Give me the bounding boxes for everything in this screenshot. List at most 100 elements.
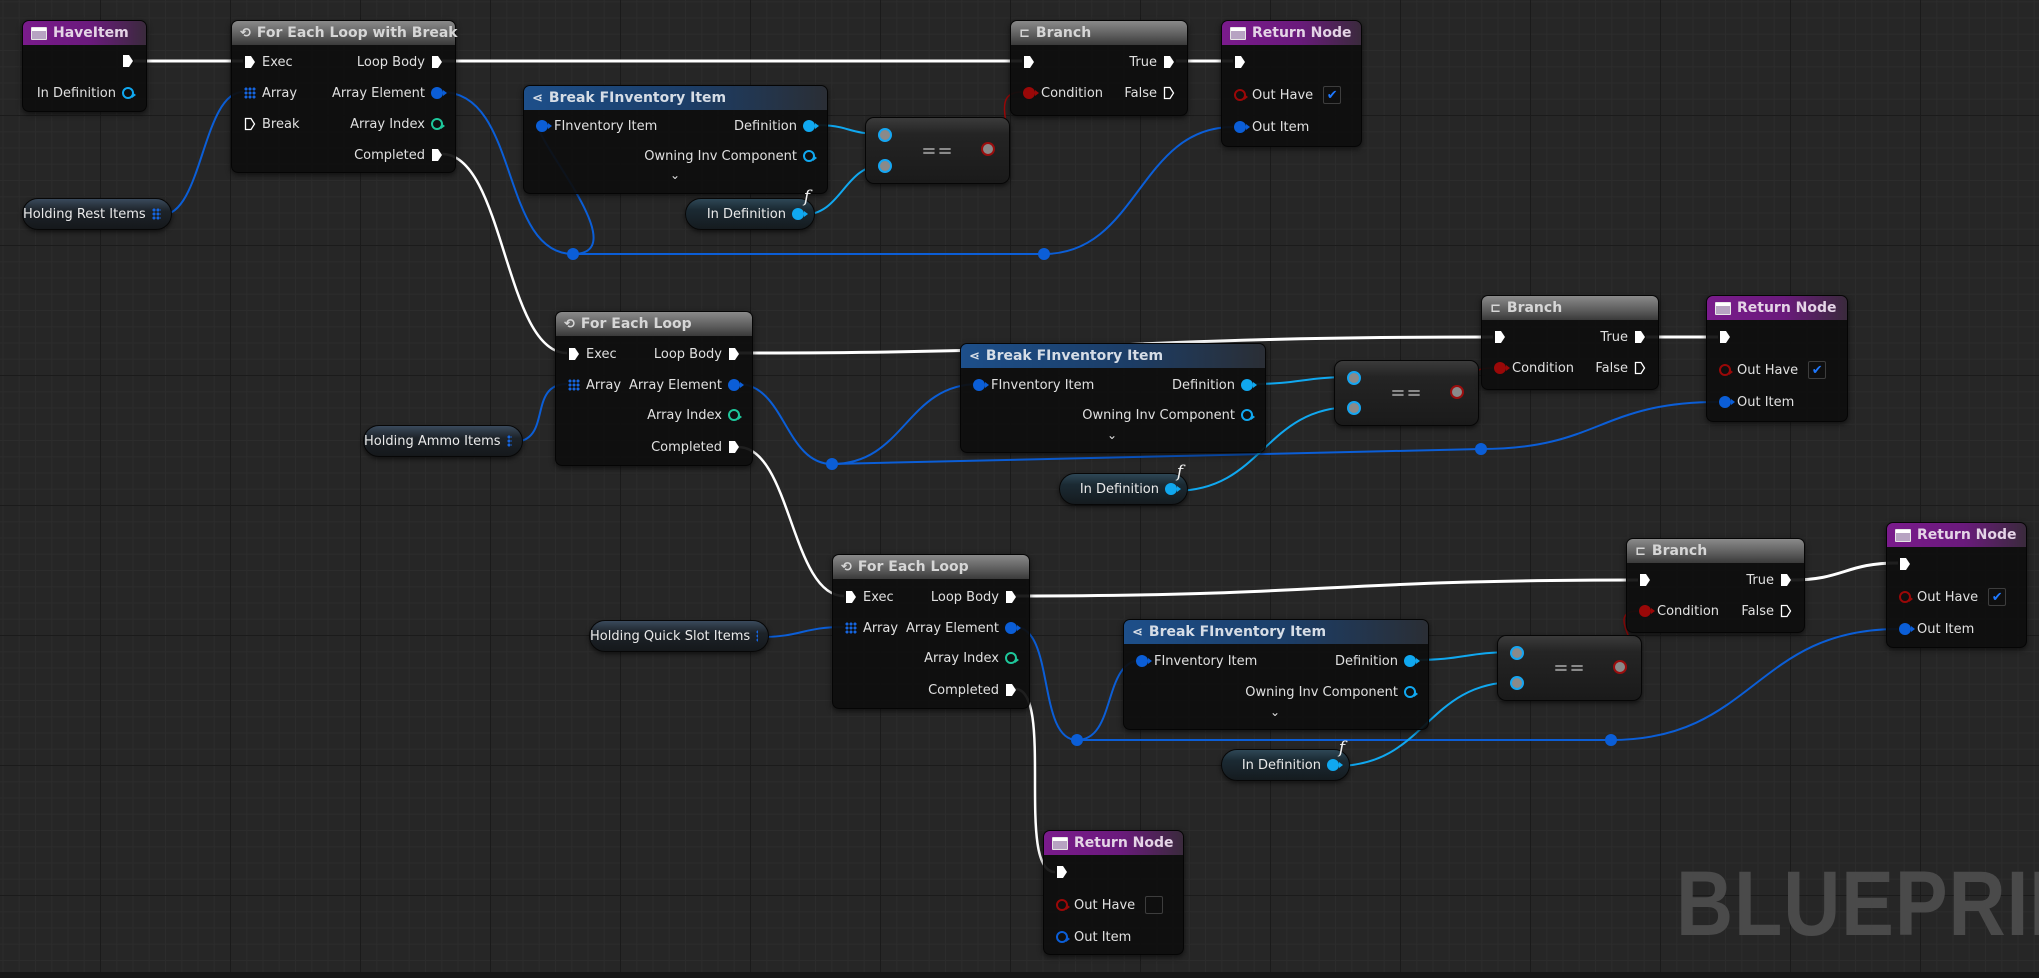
exec-in-pin[interactable] [1719, 327, 1731, 347]
object-pin-icon[interactable] [1241, 379, 1257, 391]
exec-pin-icon[interactable] [1023, 55, 1035, 69]
struct-pin-icon[interactable] [536, 120, 552, 132]
exec-in-pin[interactable]: Exec [244, 52, 299, 72]
struct-pin-icon[interactable] [1136, 655, 1152, 667]
false-pin[interactable]: False [1118, 83, 1175, 103]
exec-pin-icon[interactable] [431, 55, 443, 69]
struct-pin-icon[interactable] [1234, 121, 1250, 133]
object-pin-icon[interactable] [1241, 409, 1255, 421]
exec-in-pin[interactable] [1056, 862, 1068, 882]
struct-pin-icon[interactable] [1005, 622, 1021, 634]
out-have-checkbox[interactable]: ✔ [1988, 588, 2007, 606]
return-node[interactable]: Return Node Out Have ✔ Out Item [1221, 20, 1362, 147]
bool-pin-icon[interactable] [1639, 605, 1655, 617]
struct-pin-icon[interactable] [1056, 931, 1070, 943]
in-definition-getter[interactable]: f In Definition [1059, 462, 1188, 505]
reroute-knot[interactable] [1071, 734, 1083, 746]
struct-pin-icon[interactable] [973, 379, 989, 391]
exec-in-pin[interactable] [1899, 554, 1911, 574]
return-node[interactable]: Return Node Out Have ✔ Out Item [1706, 295, 1848, 422]
exec-out-pin[interactable] [122, 51, 134, 71]
holding-quick-slot-items-variable[interactable]: Holding Quick Slot Items [589, 620, 769, 652]
array-index-pin[interactable]: Array Index [918, 648, 1019, 668]
for-each-loop-node[interactable]: ⟲ For Each Loop Exec Array Loop Body Arr… [832, 554, 1030, 709]
equal-input-b-pin[interactable] [1347, 401, 1361, 415]
exec-in-pin[interactable] [1494, 327, 1506, 347]
exec-pin-icon[interactable] [1634, 361, 1646, 375]
expand-chevron-icon[interactable]: ⌄ [670, 168, 681, 182]
loop-body-pin[interactable]: Loop Body [351, 52, 443, 72]
completed-pin[interactable]: Completed [922, 680, 1017, 700]
exec-in-pin[interactable]: Exec [845, 587, 900, 607]
completed-pin[interactable]: Completed [645, 437, 740, 457]
bool-pin-icon[interactable] [1056, 899, 1070, 911]
equal-output-pin[interactable] [1613, 660, 1627, 674]
definition-pin[interactable]: Definition [728, 116, 819, 136]
exec-pin-icon[interactable] [568, 347, 580, 361]
finventory-item-pin[interactable]: FInventory Item [536, 116, 663, 136]
exec-in-pin[interactable] [1023, 52, 1035, 72]
for-each-loop-with-break-node[interactable]: ⟲ For Each Loop with Break Exec Array Br… [231, 20, 458, 173]
break-finventory-item-node[interactable]: ⋖ Break FInventory Item FInventory Item … [523, 85, 828, 194]
exec-pin-icon[interactable] [1899, 557, 1911, 571]
out-item-pin[interactable]: Out Item [1899, 619, 1980, 639]
equal-output-pin[interactable] [1450, 385, 1464, 399]
int-pin-icon[interactable] [431, 118, 445, 130]
definition-pin[interactable]: Definition [1166, 375, 1257, 395]
object-pin-icon[interactable] [803, 150, 817, 162]
array-in-pin[interactable]: Array [244, 83, 303, 103]
exec-pin-icon[interactable] [1494, 330, 1506, 344]
bool-pin-icon[interactable] [1719, 364, 1733, 376]
owning-inv-component-pin[interactable]: Owning Inv Component [638, 146, 817, 166]
out-have-pin[interactable]: Out Have [1056, 895, 1164, 915]
int-pin-icon[interactable] [728, 409, 742, 421]
object-pin-icon[interactable] [1165, 483, 1181, 495]
false-pin[interactable]: False [1735, 601, 1792, 621]
struct-pin-icon[interactable] [431, 87, 447, 99]
exec-pin-icon[interactable] [1056, 865, 1068, 879]
out-item-pin[interactable]: Out Item [1234, 117, 1315, 137]
exec-pin-icon[interactable] [1780, 604, 1792, 618]
struct-pin-icon[interactable] [728, 379, 744, 391]
object-pin-icon[interactable] [122, 87, 136, 99]
exec-pin-icon[interactable] [1719, 330, 1731, 344]
bool-pin-icon[interactable] [1899, 591, 1913, 603]
out-have-checkbox[interactable]: ✔ [1323, 86, 1342, 104]
exec-in-pin[interactable] [1639, 570, 1651, 590]
definition-pin[interactable]: Definition [1329, 651, 1420, 671]
object-pin-icon[interactable] [803, 120, 819, 132]
condition-pin[interactable]: Condition [1494, 358, 1580, 378]
exec-pin-icon[interactable] [728, 440, 740, 454]
branch-node[interactable]: ⊏ Branch Condition True False [1010, 20, 1188, 116]
object-pin-icon[interactable] [792, 208, 808, 220]
array-element-pin[interactable]: Array Element [900, 618, 1021, 638]
exec-pin-icon[interactable] [1780, 573, 1792, 587]
reroute-knot[interactable] [1475, 443, 1487, 455]
true-pin[interactable]: True [1740, 570, 1792, 590]
out-item-pin[interactable]: Out Item [1719, 392, 1800, 412]
struct-pin-icon[interactable] [1899, 623, 1915, 635]
exec-pin-icon[interactable] [1005, 683, 1017, 697]
exec-pin-icon[interactable] [431, 148, 443, 162]
break-finventory-item-node[interactable]: ⋖ Break FInventory Item FInventory Item … [1123, 619, 1429, 730]
out-have-pin[interactable]: Out Have ✔ [1234, 85, 1342, 105]
struct-pin-icon[interactable] [1719, 396, 1735, 408]
branch-node[interactable]: ⊏ Branch Condition True False [1626, 538, 1805, 633]
exec-pin-icon[interactable] [122, 54, 134, 68]
exec-pin-icon[interactable] [845, 590, 857, 604]
reroute-knot[interactable] [1038, 248, 1050, 260]
exec-in-pin[interactable] [1234, 52, 1246, 72]
out-have-pin[interactable]: Out Have ✔ [1719, 360, 1827, 380]
equal-node[interactable]: == [1334, 360, 1479, 426]
array-pin-icon[interactable] [506, 435, 512, 447]
equal-input-b-pin[interactable] [878, 159, 892, 173]
exec-pin-icon[interactable] [1639, 573, 1651, 587]
exec-pin-icon[interactable] [244, 55, 256, 69]
true-pin[interactable]: True [1123, 52, 1175, 72]
true-pin[interactable]: True [1594, 327, 1646, 347]
break-finventory-item-node[interactable]: ⋖ Break FInventory Item FInventory Item … [960, 343, 1266, 453]
equal-input-a-pin[interactable] [878, 128, 892, 142]
array-index-pin[interactable]: Array Index [344, 114, 445, 134]
array-pin-icon[interactable] [151, 208, 161, 220]
bool-pin-icon[interactable] [1234, 89, 1248, 101]
